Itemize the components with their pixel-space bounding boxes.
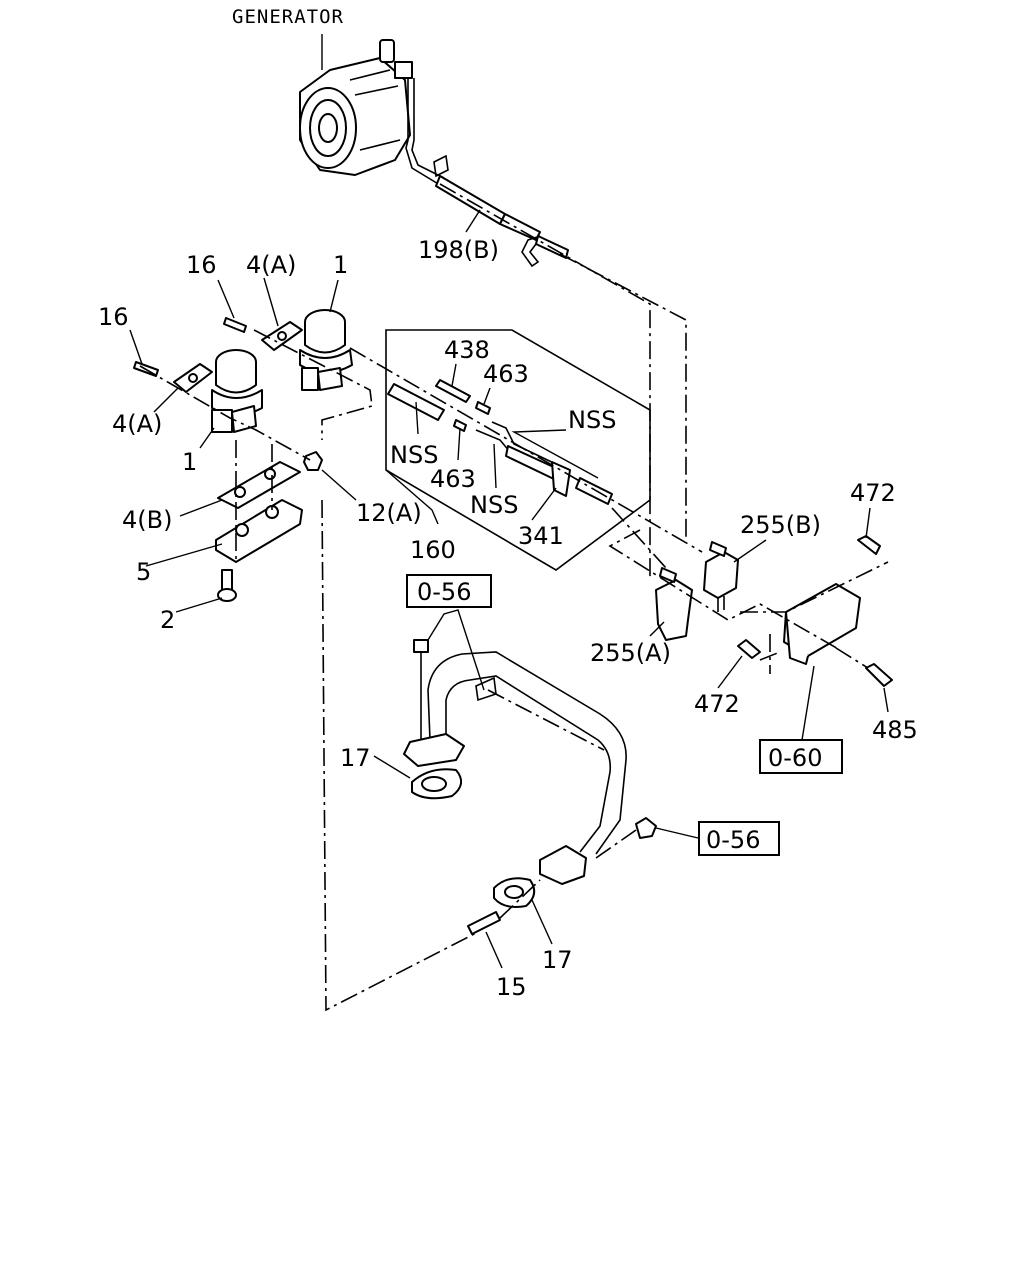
bolt-485[interactable] <box>865 663 893 687</box>
bolt-2[interactable] <box>217 569 237 602</box>
stud-15[interactable] <box>467 911 501 935</box>
ref-box-0-56-right[interactable]: 0-56 <box>698 821 780 856</box>
bracket[interactable] <box>783 583 861 665</box>
label-4a-top: 4(A) <box>246 251 296 279</box>
label-generator: GENERATOR <box>232 6 344 28</box>
label-nss-right: NSS <box>568 406 616 434</box>
egr-pipe[interactable] <box>403 651 627 885</box>
label-4b: 4(B) <box>122 506 172 534</box>
label-472-low: 472 <box>694 690 740 718</box>
gasket-17-upper[interactable] <box>411 768 463 800</box>
label-463-mid: 463 <box>430 465 476 493</box>
label-2: 2 <box>160 606 175 634</box>
label-17-lower: 17 <box>542 946 573 974</box>
label-nss-mid: NSS <box>470 491 518 519</box>
label-255a: 255(A) <box>590 639 671 667</box>
egr-valve-upper[interactable] <box>299 309 353 391</box>
label-255b: 255(B) <box>740 511 821 539</box>
bolt-0-56[interactable] <box>413 639 429 740</box>
label-15: 15 <box>496 973 527 1001</box>
ref-box-0-60[interactable]: 0-60 <box>759 739 843 774</box>
label-463-top: 463 <box>483 360 529 388</box>
egr-valve-left[interactable] <box>211 349 263 433</box>
label-4a-left: 4(A) <box>112 410 162 438</box>
nut-12a[interactable] <box>303 451 323 471</box>
gasket-4a-left[interactable] <box>173 363 213 393</box>
ref-label: 0-56 <box>417 578 471 606</box>
label-198b: 198(B) <box>418 236 499 264</box>
label-16-top: 16 <box>186 251 217 279</box>
gasket-4b[interactable] <box>217 461 301 509</box>
clip-341[interactable] <box>551 461 571 497</box>
leader-lines <box>129 34 889 969</box>
label-1-top: 1 <box>333 251 348 279</box>
nss-hose-right[interactable] <box>475 421 613 505</box>
generator-part[interactable] <box>299 39 413 176</box>
gasket-4a-top[interactable] <box>261 321 303 351</box>
center-lines <box>139 183 889 1012</box>
label-17-upper: 17 <box>340 744 371 772</box>
bolt-472-top[interactable] <box>857 535 881 555</box>
adapter-5[interactable] <box>215 499 303 563</box>
hose-438[interactable] <box>435 379 471 403</box>
gasket-17-lower[interactable] <box>493 877 536 908</box>
stud-16-top[interactable] <box>223 317 247 333</box>
label-485: 485 <box>872 716 918 744</box>
label-16-left: 16 <box>98 303 129 331</box>
solenoid-255a[interactable] <box>655 567 693 641</box>
label-nss-left: NSS <box>390 441 438 469</box>
label-1-left: 1 <box>182 448 197 476</box>
bolt-472-low[interactable] <box>737 639 761 659</box>
nut-0-56[interactable] <box>635 817 657 839</box>
ref-label: 0-56 <box>706 826 760 854</box>
label-160: 160 <box>410 536 456 564</box>
solenoid-255b[interactable] <box>703 541 739 612</box>
label-5: 5 <box>136 558 151 586</box>
ref-box-0-56-top[interactable]: 0-56 <box>406 574 492 608</box>
ref-label: 0-60 <box>768 744 822 772</box>
connector-463-mid[interactable] <box>453 419 467 432</box>
label-341: 341 <box>518 522 564 550</box>
label-472-top: 472 <box>850 479 896 507</box>
label-12a: 12(A) <box>356 499 422 527</box>
connector-463-top[interactable] <box>475 401 491 415</box>
label-438: 438 <box>444 336 490 364</box>
